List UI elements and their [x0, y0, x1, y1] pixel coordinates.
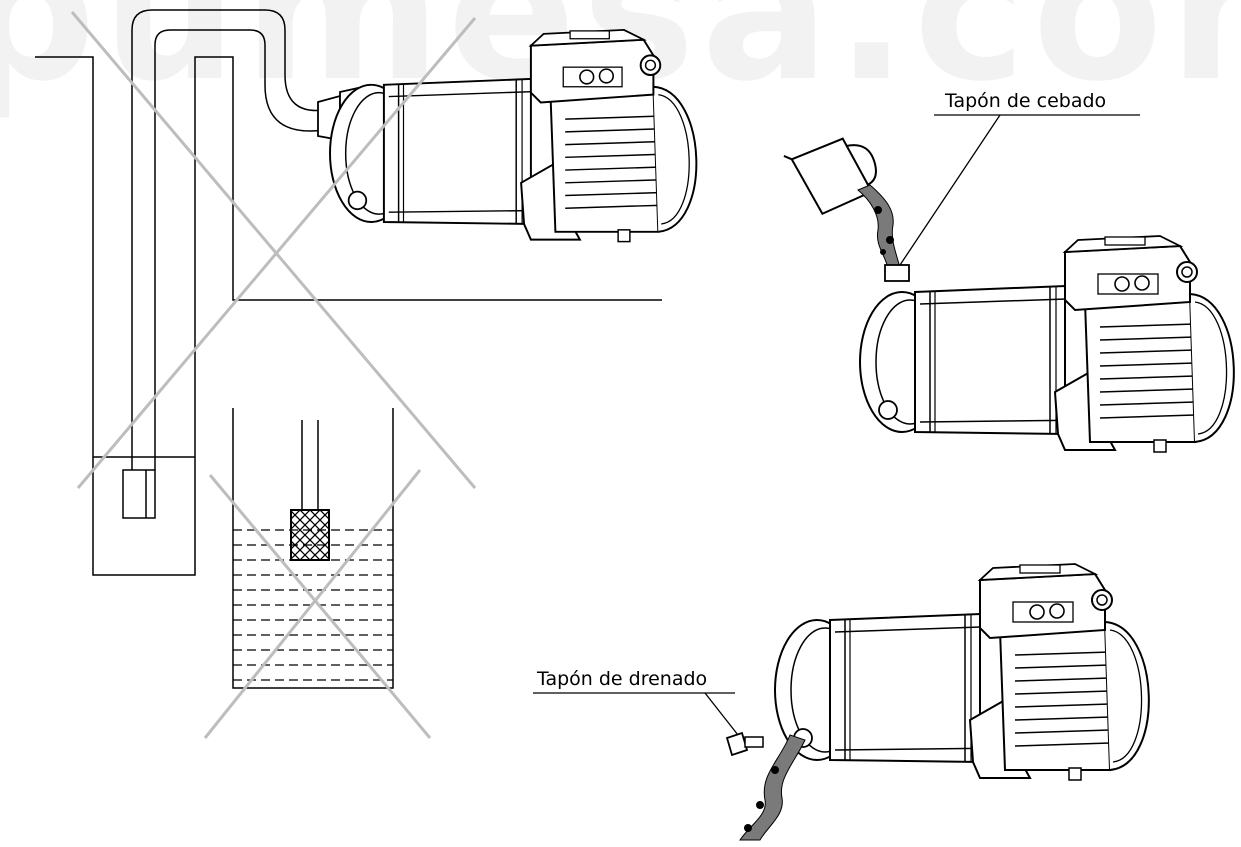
figure-incorrect-tank — [203, 408, 432, 739]
figure-draining — [533, 563, 1150, 841]
figure-priming — [783, 114, 1235, 453]
drain-plug-label: Tapón de drenado — [537, 668, 708, 690]
figure-incorrect-suction — [35, 9, 698, 576]
priming-plug-label: Tapón de cebado — [945, 90, 1107, 112]
